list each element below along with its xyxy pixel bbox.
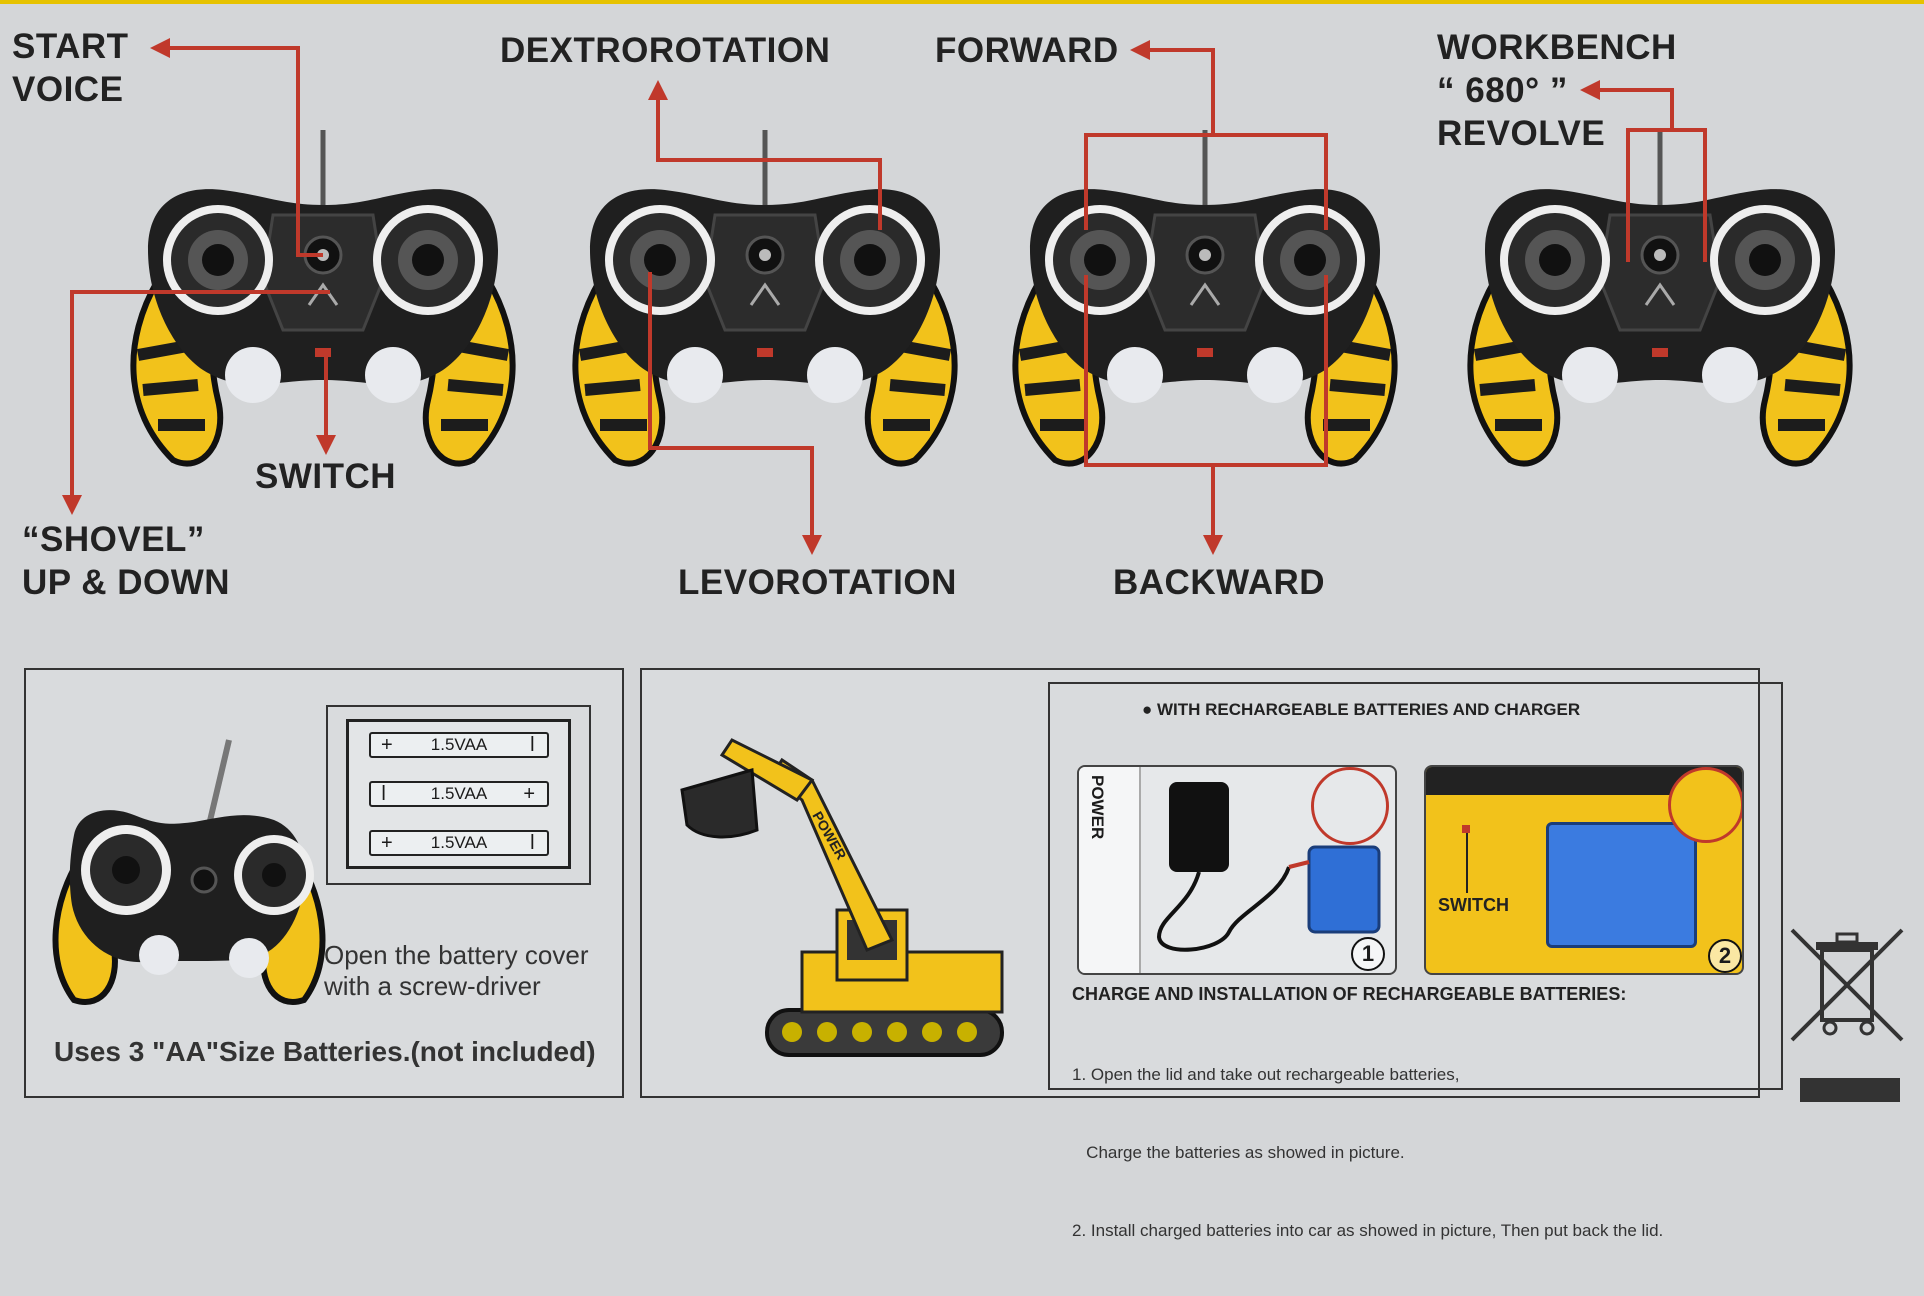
top-yellow-strip	[0, 0, 1924, 4]
arrow-workbench	[1580, 80, 1674, 130]
label-levorotation: LEVOROTATION	[678, 563, 957, 602]
forward-bracket	[1084, 133, 1328, 230]
excavator-image: POWER	[680, 738, 1004, 1057]
label-dextrorotation: DEXTROROTATION	[500, 31, 831, 70]
battery-cover-note: Open the battery cover with a screw-driv…	[324, 940, 589, 1001]
controller-diagram	[62, 38, 1924, 555]
instructions-list: 1. Open the lid and take out rechargeabl…	[1072, 1065, 1664, 1240]
small-controller-icon	[52, 739, 326, 1005]
connector-callout	[1668, 767, 1742, 843]
charger-adapter-icon	[1156, 782, 1381, 952]
step-number: 1	[1351, 937, 1385, 971]
label-workbench: WORKBENCH “ 680° ” REVOLVE	[1437, 28, 1677, 153]
charging-panel: POWER ● WITH RECHARGEABLE BATTERIES AND …	[640, 668, 1783, 1240]
controller-4-icon	[1470, 130, 1849, 464]
switch-label: SWITCH	[1438, 895, 1509, 915]
black-bar	[1800, 1078, 1900, 1102]
power-label: POWER	[1088, 775, 1107, 840]
instructions-title: CHARGE AND INSTALLATION OF RECHARGEABLE …	[1072, 984, 1627, 1004]
arrow-shovel	[62, 290, 330, 515]
step-number: 2	[1708, 939, 1742, 973]
controller-1-icon	[133, 130, 512, 464]
arrow-dextrorotation	[648, 80, 882, 230]
arrow-levorotation	[648, 272, 822, 555]
label-forward: FORWARD	[935, 31, 1119, 70]
label-start-voice: START VOICE	[12, 27, 129, 109]
crossed-bin-weee-icon	[1790, 928, 1904, 1042]
controller-2-icon	[575, 130, 954, 464]
install-photo: SWITCH 2	[1424, 765, 1744, 975]
battery-requirement: Uses 3 "AA"Size Batteries.(not included)	[54, 1036, 596, 1067]
charging-heading: ● WITH RECHARGEABLE BATTERIES AND CHARGE…	[1142, 700, 1581, 719]
controller-3-icon	[1015, 130, 1394, 464]
arrow-forward	[1130, 40, 1215, 135]
arrow-start-voice	[150, 38, 323, 257]
charger-photo: POWER 1	[1077, 765, 1397, 975]
connector-callout	[1311, 767, 1389, 845]
charging-section: ● WITH RECHARGEABLE BATTERIES AND CHARGE…	[1032, 672, 1783, 1240]
label-switch: SWITCH	[255, 457, 397, 496]
backward-bracket	[1084, 275, 1328, 467]
workbench-bracket	[1626, 128, 1707, 262]
label-shovel: “SHOVEL” UP & DOWN	[22, 520, 231, 602]
label-backward: BACKWARD	[1113, 563, 1326, 602]
